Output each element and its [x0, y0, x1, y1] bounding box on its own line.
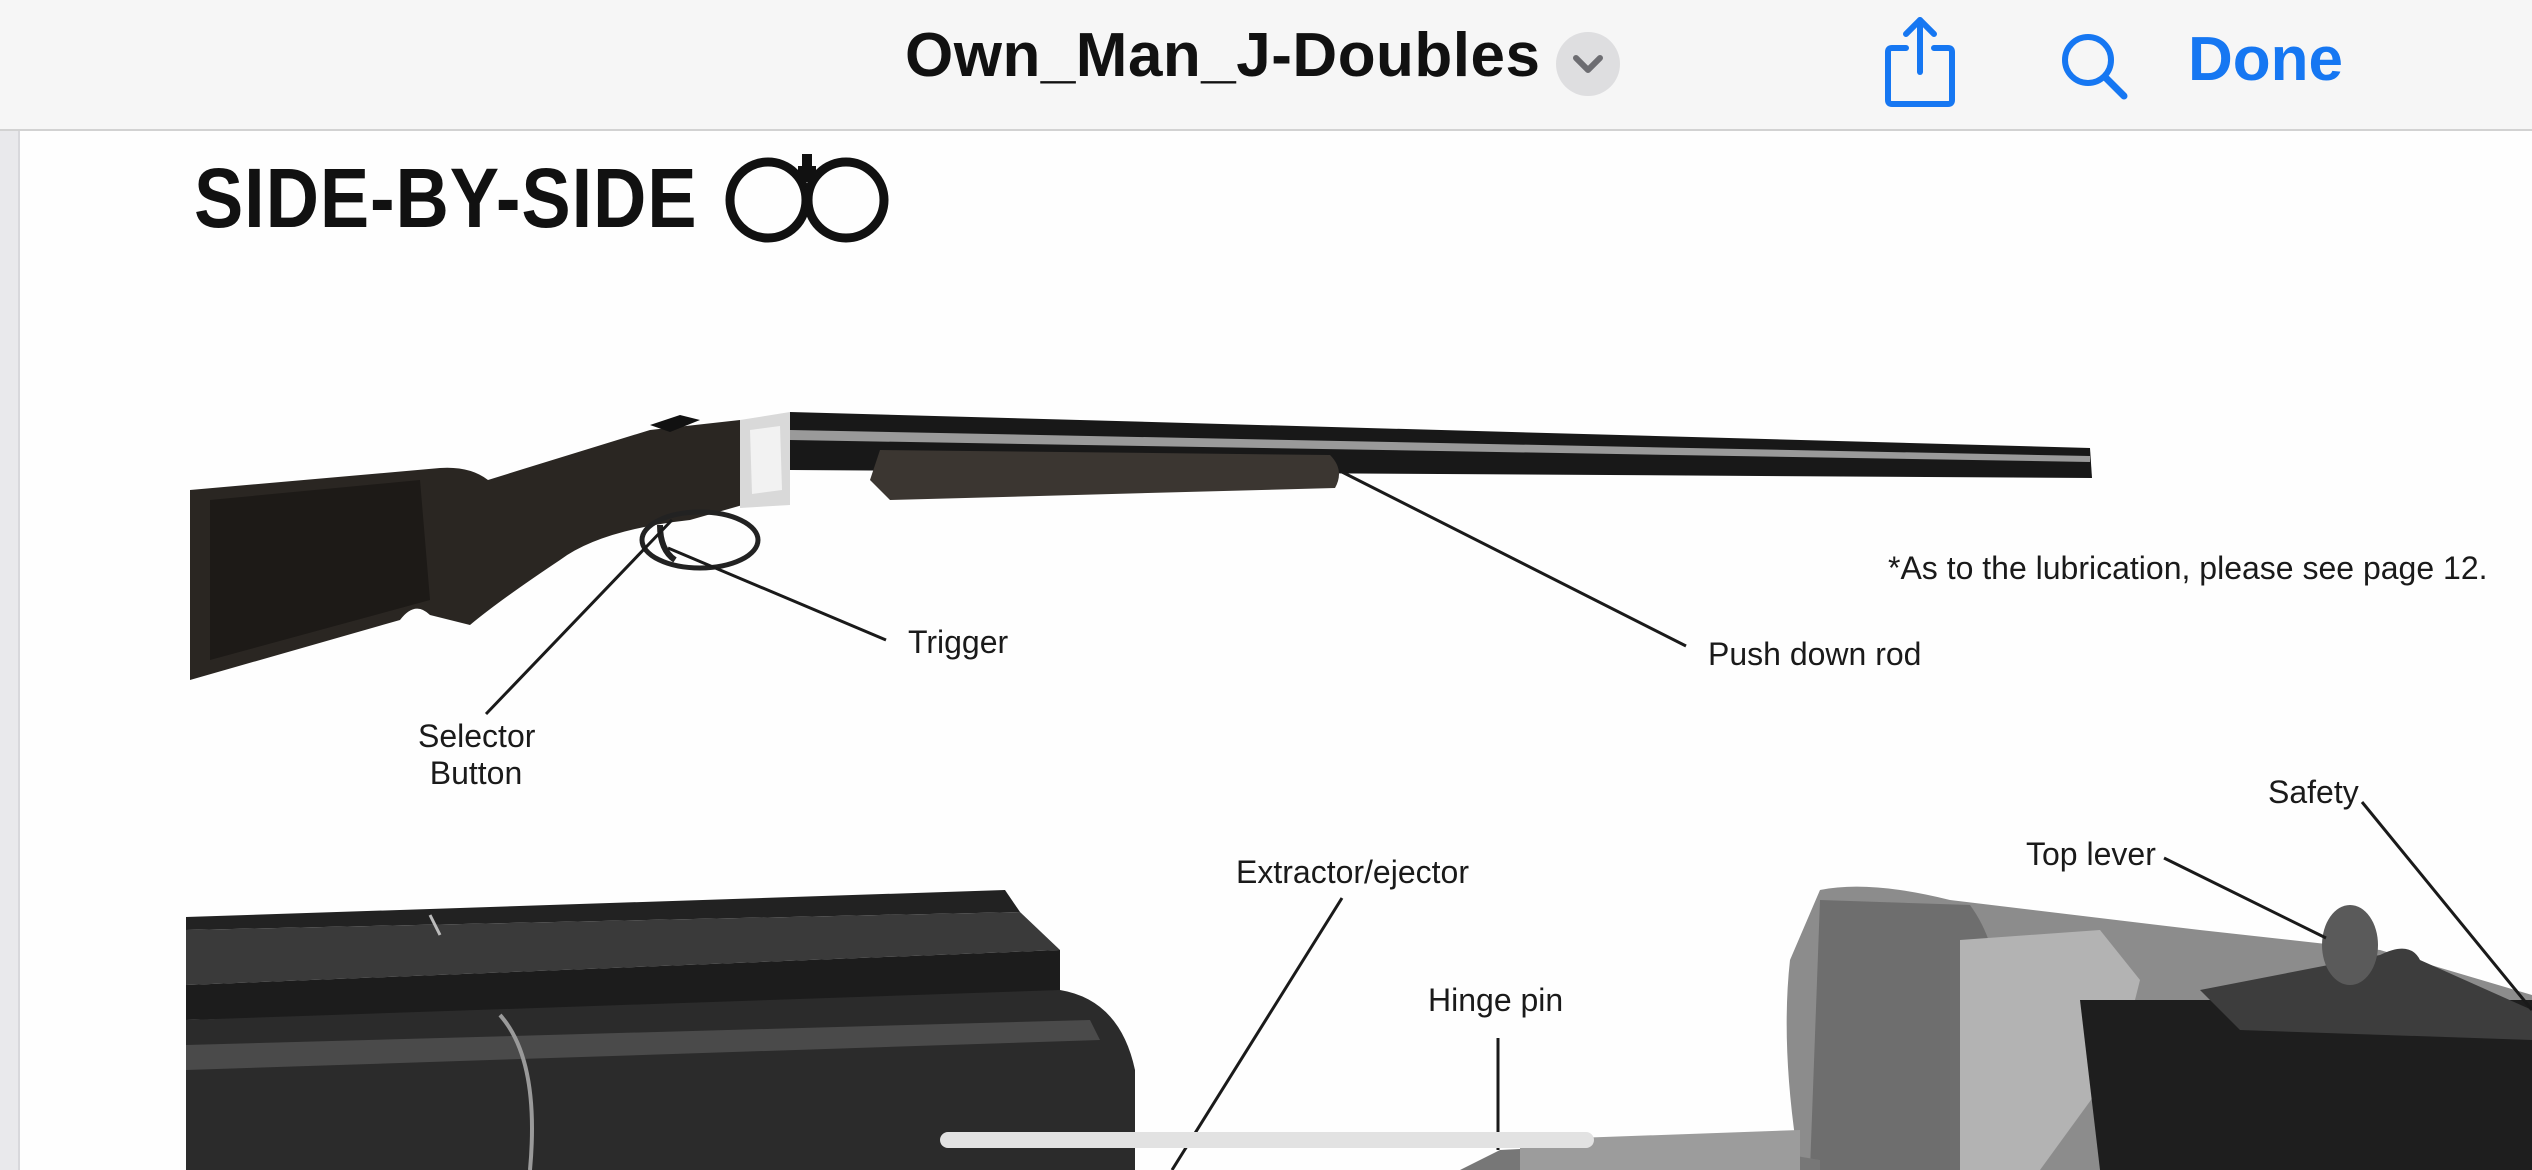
shotgun-illustration [190, 412, 2092, 680]
document-title[interactable]: Own_Man_J-Doubles [905, 21, 1541, 90]
section-heading: SIDE-BY-SIDE [194, 151, 698, 245]
selector-label-line2: Button [429, 755, 523, 791]
extractor-ejector-label: Extractor/ejector [1236, 854, 1469, 890]
hinge-pin-label: Hinge pin [1428, 982, 1564, 1018]
done-button[interactable]: Done [2188, 25, 2343, 94]
top-lever-label: Top lever [2026, 836, 2156, 872]
double-barrel-icon [718, 148, 898, 248]
barrel-illustration [186, 890, 1135, 1170]
share-icon[interactable] [1880, 14, 1960, 110]
page-edge [0, 131, 20, 1170]
selector-label-line1: Selector [418, 718, 536, 754]
home-indicator[interactable] [940, 1132, 1594, 1148]
chevron-down-icon[interactable] [1556, 32, 1620, 96]
safety-label: Safety [2268, 774, 2359, 810]
search-icon[interactable] [2058, 30, 2130, 102]
trigger-label: Trigger [908, 624, 1009, 660]
push-down-rod-label: Push down rod [1708, 636, 1922, 672]
document-toolbar: Own_Man_J-Doubles Done [0, 0, 2532, 131]
action-illustration [1460, 886, 2532, 1170]
selector-button-label: Selector Button [418, 718, 536, 792]
lubrication-note: *As to the lubrication, please see page … [1888, 550, 2488, 586]
